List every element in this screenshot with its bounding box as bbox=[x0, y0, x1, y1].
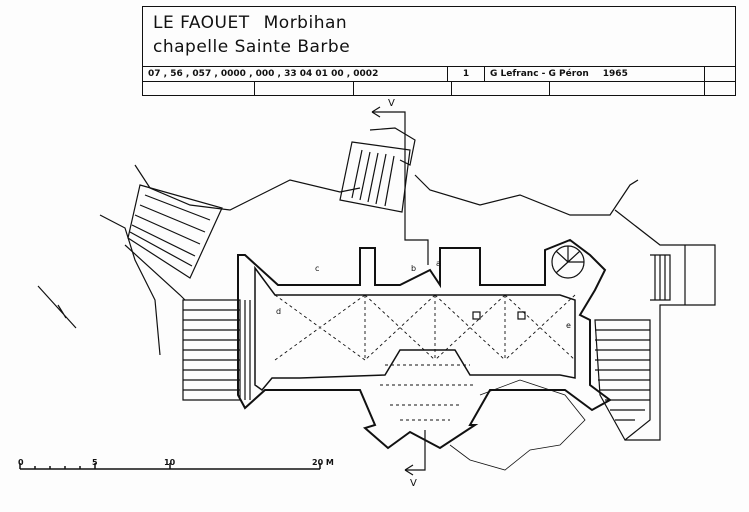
label-b: b bbox=[411, 264, 416, 273]
pillar-base bbox=[472, 311, 481, 320]
year: 1965 bbox=[602, 69, 628, 79]
scale-tick-10: 10 bbox=[164, 458, 176, 467]
department: Morbihan bbox=[263, 13, 348, 33]
terrain-line-left bbox=[99, 214, 161, 356]
subject: chapelle Sainte Barbe bbox=[153, 37, 351, 57]
label-d: d bbox=[276, 307, 281, 316]
vault-ribs bbox=[274, 294, 576, 421]
rock-outline bbox=[449, 379, 586, 471]
scale-bar bbox=[19, 463, 321, 470]
section-marker-bottom: V bbox=[410, 478, 417, 489]
label-e: e bbox=[566, 321, 571, 330]
sheet-number: 1 bbox=[448, 67, 485, 81]
stairs-east bbox=[594, 209, 716, 441]
reference-code: 07 , 56 , 057 , 0000 , 000 , 33 04 01 00… bbox=[143, 67, 448, 81]
label-a: a bbox=[436, 259, 441, 268]
authors: G Lefranc - G Péron bbox=[490, 69, 589, 79]
section-arrow-top bbox=[371, 106, 381, 118]
section-line-top bbox=[372, 111, 429, 265]
section-line-bottom bbox=[405, 430, 426, 471]
section-arrow-bottom bbox=[404, 464, 414, 476]
chapel-walls bbox=[237, 238, 612, 450]
stairs-northwest bbox=[124, 184, 223, 301]
label-c: c bbox=[315, 264, 319, 273]
scale-tick-0: 0 bbox=[18, 458, 24, 467]
section-marker-top: V bbox=[388, 98, 395, 109]
terrain-line bbox=[134, 164, 639, 216]
north-annex bbox=[339, 127, 416, 213]
scale-tick-20: 20 M bbox=[312, 458, 334, 467]
scale-tick-5: 5 bbox=[92, 458, 98, 467]
spiral-stair bbox=[551, 245, 585, 279]
north-arrow bbox=[37, 285, 77, 329]
place-name: LE FAOUET bbox=[153, 13, 250, 33]
stairs-west bbox=[182, 299, 251, 401]
pillar-base bbox=[517, 311, 526, 320]
